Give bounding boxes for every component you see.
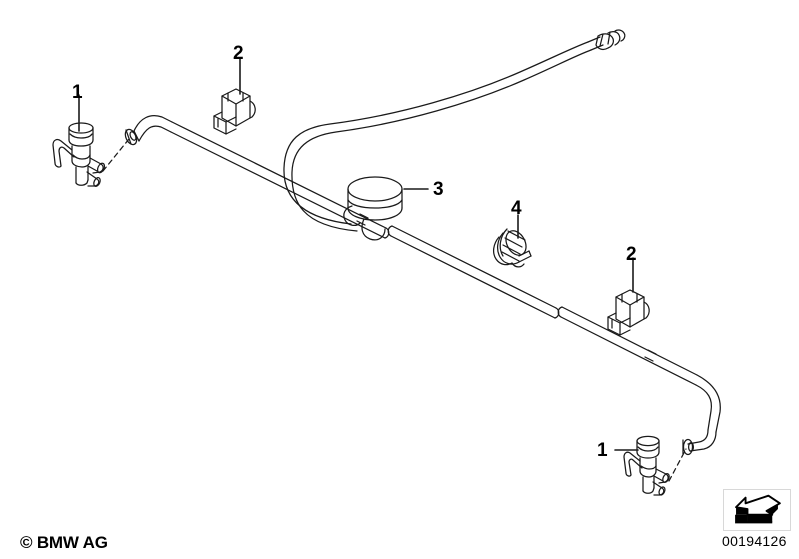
part-number: 00194126	[722, 533, 787, 549]
callout-3: 3	[433, 179, 444, 200]
part-1-nozzle-right	[623, 435, 670, 496]
assembly-dash-left	[102, 138, 130, 172]
callout-2-right: 2	[626, 244, 637, 265]
part-2-clip-right	[607, 289, 650, 336]
callout-1-left: 1	[72, 82, 83, 103]
assembly-dash-right	[668, 448, 687, 482]
main-hose-line	[133, 115, 721, 456]
copyright-notice: © BMW AG	[20, 533, 108, 552]
leader-lines	[78, 57, 639, 451]
callout-2-left: 2	[233, 43, 244, 64]
hose-socket-left	[124, 128, 138, 146]
part-3-non-return-valve	[343, 176, 403, 241]
arrow-direction-icon	[723, 489, 791, 531]
callout-1-right: 1	[597, 440, 608, 461]
part-1-nozzle-left	[52, 122, 106, 187]
part-4-hose-clamp	[492, 228, 532, 268]
part-2-clip-upper	[213, 88, 256, 135]
callout-4: 4	[511, 198, 522, 219]
upper-hose-line	[283, 29, 626, 232]
